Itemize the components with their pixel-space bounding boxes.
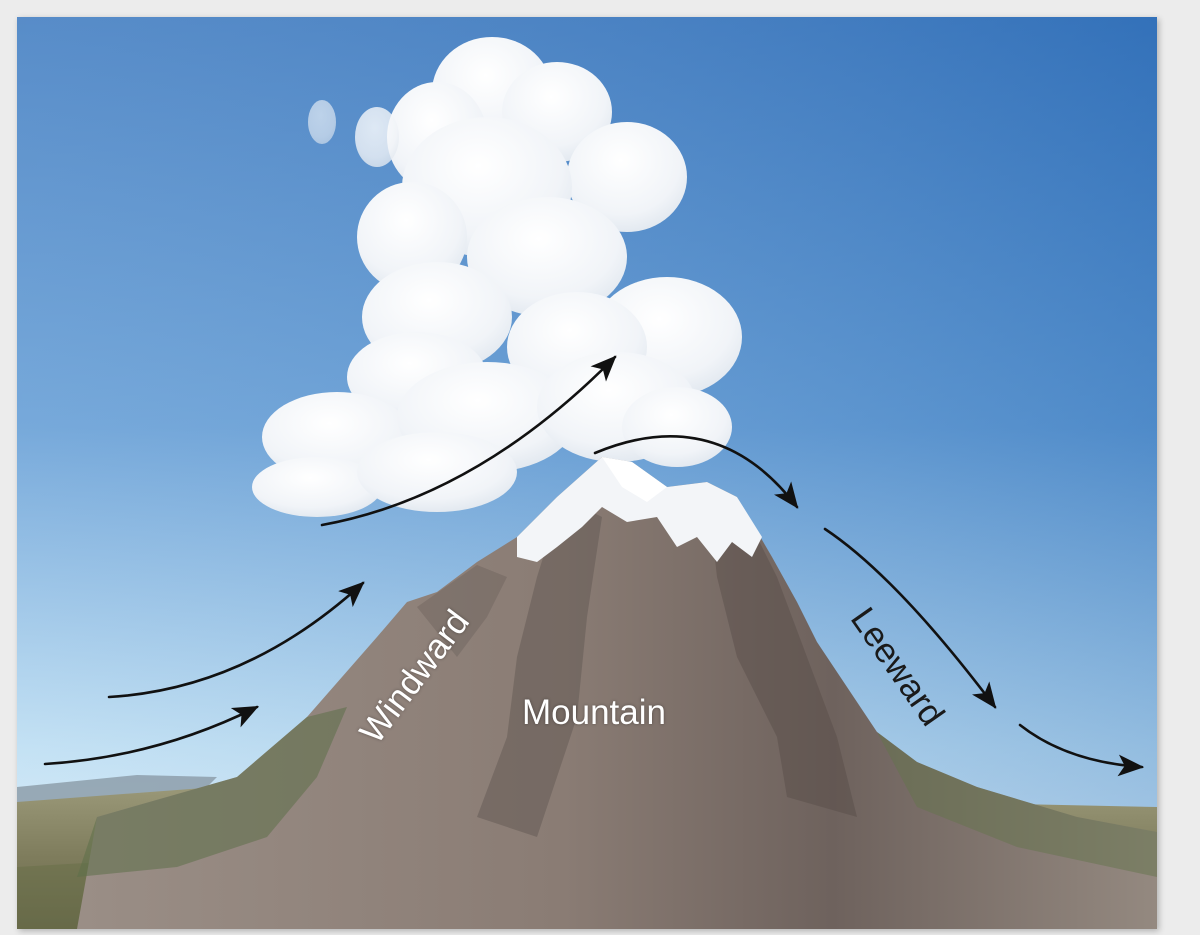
leeward-arrow-low (1018, 723, 1145, 777)
orographic-lift-illustration (17, 17, 1157, 929)
windward-arrow-high (320, 355, 617, 527)
cumulus-cloud (252, 37, 742, 517)
snow-cap (517, 457, 762, 562)
leeward-arrow-slope (823, 527, 997, 709)
mountain (77, 457, 1157, 929)
diagram-frame: Windward Mountain Leeward (17, 17, 1157, 929)
leeward-arrow-top (593, 435, 799, 509)
windward-arrow-mid (107, 581, 365, 699)
windward-arrow-low (43, 705, 259, 766)
mountain-label: Mountain (522, 693, 666, 732)
airflow-arrows (43, 355, 1145, 777)
